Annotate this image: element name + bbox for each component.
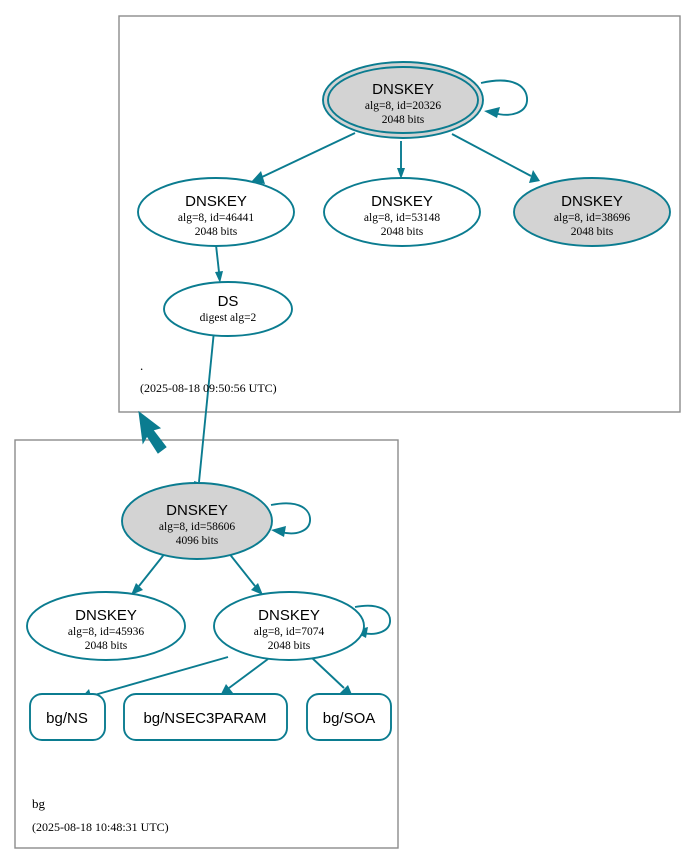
node-title: DS: [218, 293, 239, 310]
node-subtitle-keyinfo: alg=8, id=53148: [364, 212, 440, 224]
node-dnskey-root-zsk-46441[interactable]: DNSKEY alg=8, id=46441 2048 bits: [137, 177, 295, 247]
node-title: DNSKEY: [258, 607, 320, 624]
node-dnskey-bg-zsk-7074[interactable]: DNSKEY alg=8, id=7074 2048 bits: [213, 591, 365, 661]
node-subtitle-bits: 4096 bits: [176, 535, 219, 547]
node-dnskey-bg-zsk-45936[interactable]: DNSKEY alg=8, id=45936 2048 bits: [26, 591, 186, 661]
rrset-bg-ns[interactable]: bg/NS: [29, 693, 106, 741]
node-subtitle-bits: 2048 bits: [268, 640, 311, 652]
node-subtitle-bits: 2048 bits: [85, 640, 128, 652]
node-subtitle-keyinfo: alg=8, id=20326: [365, 100, 441, 112]
node-dnskey-bg-ksk-58606[interactable]: DNSKEY alg=8, id=58606 4096 bits: [121, 482, 273, 560]
node-subtitle-keyinfo: alg=8, id=46441: [178, 212, 254, 224]
node-title: DNSKEY: [75, 607, 137, 624]
node-title: DNSKEY: [561, 193, 623, 210]
zone-timestamp-bg: (2025-08-18 10:48:31 UTC): [32, 820, 169, 834]
edge-sign-bg-zsk-7074-to-nsec3param: [220, 658, 269, 696]
rrset-bg-soa[interactable]: bg/SOA: [306, 693, 392, 741]
zone-label-bg: bg: [32, 796, 46, 811]
rrset-label: bg/SOA: [323, 710, 376, 727]
zone-timestamp-root: (2025-08-18 09:50:56 UTC): [140, 381, 277, 395]
rrset-label: bg/NSEC3PARAM: [143, 710, 266, 727]
zone-label-root: .: [140, 358, 143, 373]
node-ds-root[interactable]: DS digest alg=2: [163, 281, 293, 337]
edge-sign-root-zsk-46441-to-ds: [215, 244, 223, 283]
edge-zone-delegation-root-to-bg: [138, 410, 167, 454]
edge-sign-bg-ksk-58606-to-zsk-45936: [131, 551, 167, 595]
edge-sign-root-ksk-20326-to-zsk-46441: [251, 132, 356, 184]
node-dnskey-root-ksk-20326[interactable]: DNSKEY alg=8, id=20326 2048 bits: [322, 61, 484, 139]
node-title: DNSKEY: [372, 81, 434, 98]
node-title: DNSKEY: [371, 193, 433, 210]
node-subtitle-keyinfo: alg=8, id=58606: [159, 521, 235, 533]
node-subtitle-keyinfo: alg=8, id=7074: [254, 626, 325, 638]
edge-sign-bg-ksk-58606-to-zsk-7074: [227, 551, 263, 595]
node-subtitle-bits: 2048 bits: [571, 226, 614, 238]
node-subtitle-digest: digest alg=2: [200, 312, 257, 324]
node-subtitle-bits: 2048 bits: [382, 114, 425, 126]
edge-sign-root-ksk-20326-to-ksk-38696: [451, 133, 540, 183]
node-title: DNSKEY: [166, 502, 228, 519]
node-subtitle-keyinfo: alg=8, id=45936: [68, 626, 144, 638]
edge-self-sign-bg-ksk-58606: [270, 502, 311, 537]
node-subtitle-bits: 2048 bits: [195, 226, 238, 238]
rrset-label: bg/NS: [46, 710, 88, 727]
node-subtitle-keyinfo: alg=8, id=38696: [554, 212, 630, 224]
node-title: DNSKEY: [185, 193, 247, 210]
edge-sign-root-ksk-20326-to-zsk-53148: [397, 141, 405, 179]
node-subtitle-bits: 2048 bits: [381, 226, 424, 238]
rrset-bg-nsec3param[interactable]: bg/NSEC3PARAM: [123, 693, 288, 741]
node-dnskey-root-zsk-53148[interactable]: DNSKEY alg=8, id=53148 2048 bits: [323, 177, 481, 247]
node-dnskey-root-ksk-38696[interactable]: DNSKEY alg=8, id=38696 2048 bits: [513, 177, 671, 247]
edge-self-sign-root-ksk-20326: [480, 79, 528, 118]
